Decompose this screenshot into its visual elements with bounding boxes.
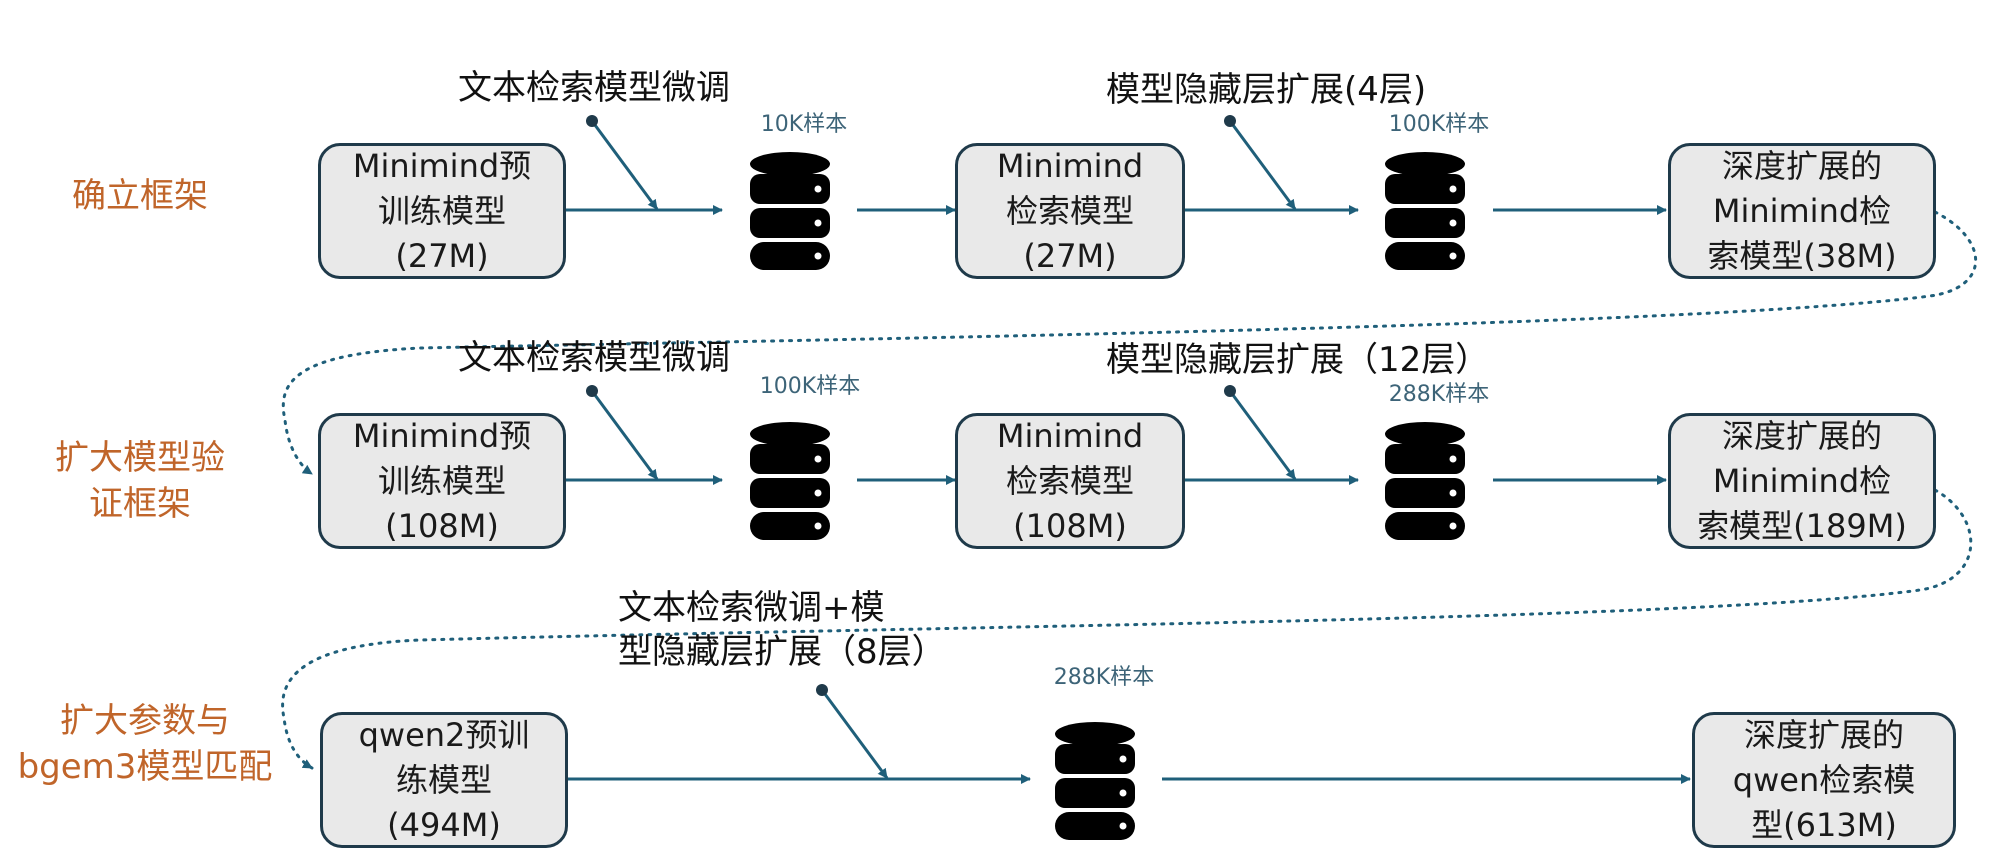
model-box-label: Minimind 检索模型 (108M) xyxy=(996,416,1144,545)
sample-label: 288K样本 xyxy=(1053,665,1155,690)
model-box-label: Minimind 检索模型 (27M) xyxy=(996,146,1144,275)
model-box-label: Minimind预 训练模型 (108M) xyxy=(352,416,532,545)
operation-pointer xyxy=(1228,390,1297,480)
operation-pointer-dot xyxy=(1224,385,1236,397)
model-box-label: 深度扩展的 Minimind检 索模型(189M) xyxy=(1697,416,1907,545)
database-icon xyxy=(1385,422,1465,540)
operation-pointer-dot xyxy=(1224,115,1236,127)
sample-label: 288K样本 xyxy=(1388,382,1490,407)
sample-label: 100K样本 xyxy=(759,374,861,399)
model-box-label: 深度扩展的 Minimind检 索模型(38M) xyxy=(1707,146,1897,275)
model-box-label: Minimind预 训练模型 (27M) xyxy=(352,146,532,275)
model-box-qwen-retrieval-613m: 深度扩展的 qwen检索模 型(613M) xyxy=(1692,712,1956,848)
model-box-pretrained-27m: Minimind预 训练模型 (27M) xyxy=(318,143,566,279)
operation-pointer xyxy=(1228,120,1297,210)
sample-label: 10K样本 xyxy=(760,112,848,137)
stage-label-2: 扩大模型验 证框架 xyxy=(55,438,225,524)
model-box-retrieval-27m: Minimind 检索模型 (27M) xyxy=(955,143,1185,279)
operation-label: 文本检索微调+模 型隐藏层扩展（8层） xyxy=(618,588,946,672)
database-icon xyxy=(750,152,830,270)
model-box-deep-retrieval-189m: 深度扩展的 Minimind检 索模型(189M) xyxy=(1668,413,1936,549)
model-box-qwen2-494m: qwen2预训 练模型 (494M) xyxy=(320,712,568,848)
operation-pointer-dot xyxy=(816,684,828,696)
stage-label-1: 确立框架 xyxy=(72,176,208,216)
row-connector xyxy=(281,210,1978,476)
operation-label: 文本检索模型微调 xyxy=(458,338,730,378)
model-box-label: 深度扩展的 qwen检索模 型(613M) xyxy=(1732,715,1916,844)
sample-label: 100K样本 xyxy=(1388,112,1490,137)
operation-label: 文本检索模型微调 xyxy=(458,68,730,108)
operation-pointer xyxy=(820,689,889,779)
model-box-pretrained-108m: Minimind预 训练模型 (108M) xyxy=(318,413,566,549)
operation-pointer-dot xyxy=(586,115,598,127)
stage-label-3: 扩大参数与 bgem3模型匹配 xyxy=(17,701,273,787)
database-icon xyxy=(750,422,830,540)
operation-pointer-dot xyxy=(586,385,598,397)
operation-pointer xyxy=(590,390,659,480)
database-icon xyxy=(1385,152,1465,270)
database-icon xyxy=(1055,722,1135,840)
model-box-retrieval-108m: Minimind 检索模型 (108M) xyxy=(955,413,1185,549)
model-box-label: qwen2预训 练模型 (494M) xyxy=(358,715,530,844)
operation-label: 模型隐藏层扩展（12层） xyxy=(1106,340,1490,380)
operation-label: 模型隐藏层扩展(4层) xyxy=(1106,70,1427,110)
model-box-deep-retrieval-38m: 深度扩展的 Minimind检 索模型(38M) xyxy=(1668,143,1936,279)
operation-pointer xyxy=(590,120,659,210)
row-connector xyxy=(281,488,1973,770)
